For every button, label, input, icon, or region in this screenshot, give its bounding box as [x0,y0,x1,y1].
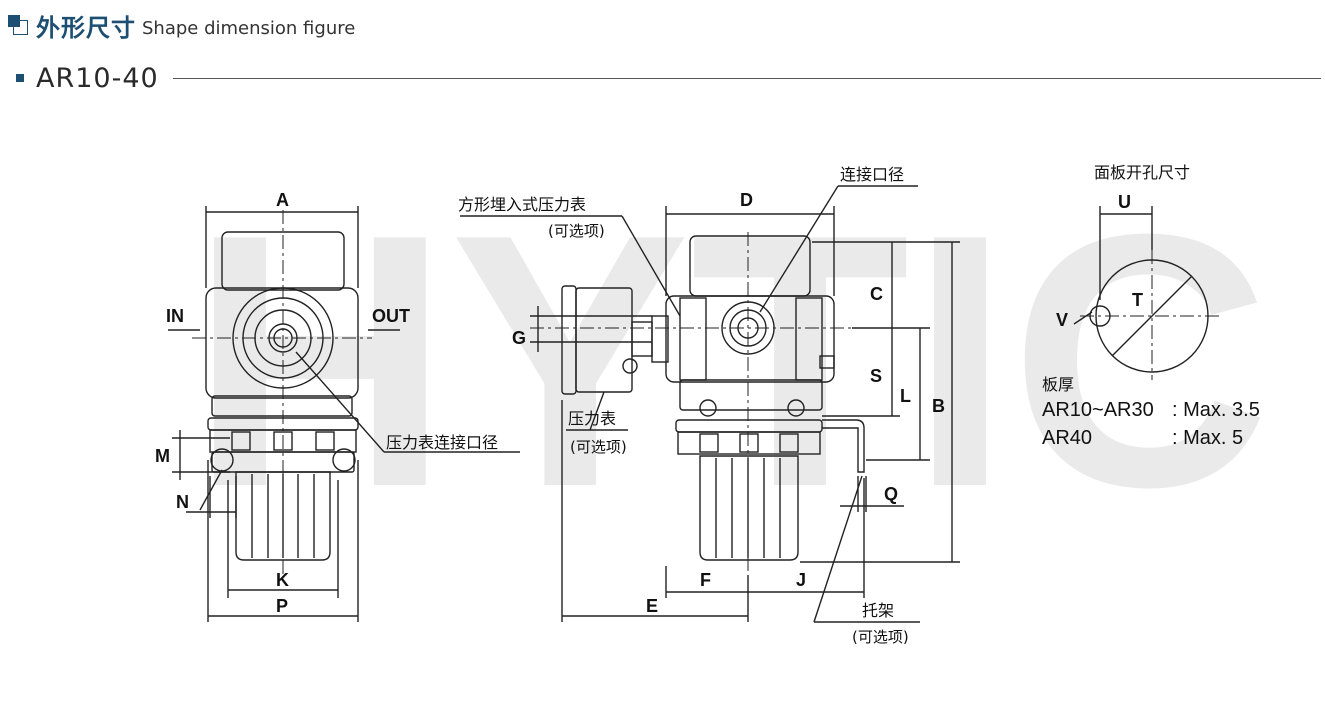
side-view [561,235,865,561]
dim-label-B: B [932,396,945,416]
side-knob [699,455,799,561]
square-gauge-optional: (可选项) [548,222,605,240]
watermark-text: HYTIC [190,160,1270,562]
port-in-label: IN [166,306,184,326]
dim-label-F: F [700,570,711,590]
dim-label-J: J [796,570,806,590]
dim-label-E: E [646,596,658,616]
dim-label-D: D [740,190,753,210]
bracket [822,419,865,473]
bullet-icon [16,74,24,82]
bracket-optional: (可选项) [852,628,909,646]
dim-label-V: V [1056,310,1068,330]
gauge-optional: (可选项) [570,438,627,456]
heading-rule [172,77,1321,79]
thickness-row-value: : Max. 5 [1172,427,1243,449]
dim-label-C: C [870,284,883,304]
panel-title: 面板开孔尺寸 [1094,163,1190,182]
side-body [665,295,835,383]
header-title-en: Shape dimension figure [142,17,356,39]
thickness-row-model: AR10~AR30 [1042,399,1154,421]
bracket-label: 托架 [862,601,894,620]
dim-label-G: G [512,328,526,348]
dim-label-T: T [1132,290,1143,310]
thickness-row-model: AR40 [1042,427,1092,449]
dim-label-M: M [155,446,170,466]
dim-label-U: U [1118,192,1131,212]
thickness-row-value: : Max. 3.5 [1172,399,1260,421]
dim-label-Q: Q [884,484,898,504]
header-title-cn: 外形尺寸 [36,13,136,42]
section-square-icon [8,15,28,35]
square-gauge-label: 方形埋入式压力表 [458,195,586,214]
dim-label-N: N [176,492,189,512]
thickness-title: 板厚 [1042,375,1074,394]
dim-label-L: L [900,386,911,406]
model-title: AR10-40 [36,62,159,94]
dim-label-S: S [870,366,882,386]
gauge-label: 压力表 [568,409,616,428]
front-body-base [211,395,353,417]
model-heading: AR10-40 [16,60,1321,96]
dim-label-P: P [276,596,288,616]
front-knob [235,471,331,561]
dim-label-A: A [276,190,289,210]
port-size-label: 连接口径 [840,165,904,184]
port-out-label: OUT [372,306,410,326]
gauge-port-label: 压力表连接口径 [386,433,498,452]
section-header: 外形尺寸 Shape dimension figure [8,8,355,42]
dim-label-K: K [276,570,289,590]
